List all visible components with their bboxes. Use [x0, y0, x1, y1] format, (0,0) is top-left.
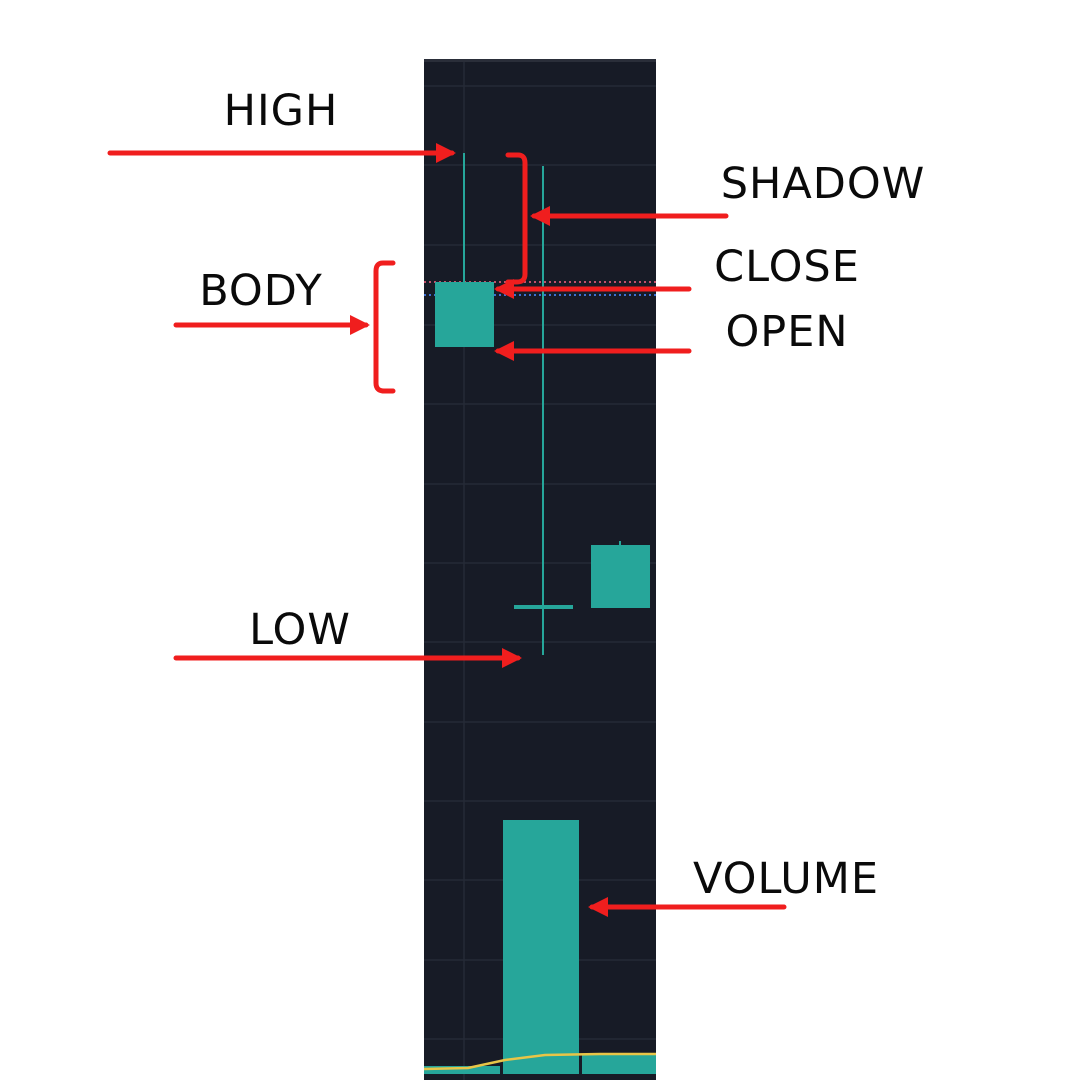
shadow-bracket [505, 152, 528, 285]
high-label: HIGH [223, 86, 339, 136]
volume-bars [424, 820, 656, 1074]
candle-3-body [591, 545, 650, 608]
candle-1-body [435, 282, 494, 347]
candle-2-body [514, 605, 573, 609]
volume-bar-1 [424, 1066, 500, 1074]
chart-panel [423, 59, 656, 1080]
candle-3 [591, 541, 650, 608]
low-label: LOW [249, 605, 351, 655]
shadow-label: SHADOW [720, 159, 926, 209]
open-label: OPEN [725, 307, 849, 357]
volume-moving-average [423, 1052, 656, 1071]
candle-2 [514, 166, 573, 655]
close-label: CLOSE [714, 242, 860, 292]
chart-top-edge [424, 59, 656, 62]
candle-1 [435, 153, 494, 347]
body-label: BODY [199, 266, 323, 316]
annotations [107, 143, 787, 917]
body-bracket [373, 260, 396, 394]
volume-bar-2 [503, 820, 579, 1074]
volume-label: VOLUME [692, 854, 880, 904]
volume-bar-3 [582, 1054, 656, 1074]
